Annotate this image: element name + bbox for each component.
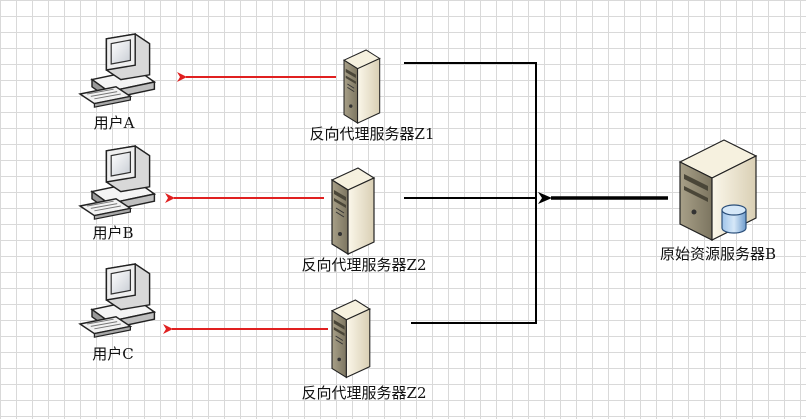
proxy-z2b-label: 反向代理服务器Z2 <box>301 384 427 402</box>
user-c-computer-icon <box>79 263 156 338</box>
user-a-computer-icon <box>79 33 156 108</box>
user-a-label: 用户A <box>93 114 135 132</box>
origin-server-label: 原始资源服务器B <box>659 245 777 263</box>
origin-database-server-icon <box>678 139 758 241</box>
proxy-z2-label: 反向代理服务器Z2 <box>301 256 427 274</box>
proxy-z1-label: 反向代理服务器Z1 <box>309 125 435 143</box>
proxy-z2b-server-icon <box>331 299 371 378</box>
user-b-label: 用户B <box>92 224 134 242</box>
proxy-z2-server-icon <box>331 167 375 255</box>
user-c-label: 用户C <box>92 345 134 363</box>
proxy-z1-server-icon <box>343 49 381 124</box>
user-b-computer-icon <box>79 145 156 220</box>
